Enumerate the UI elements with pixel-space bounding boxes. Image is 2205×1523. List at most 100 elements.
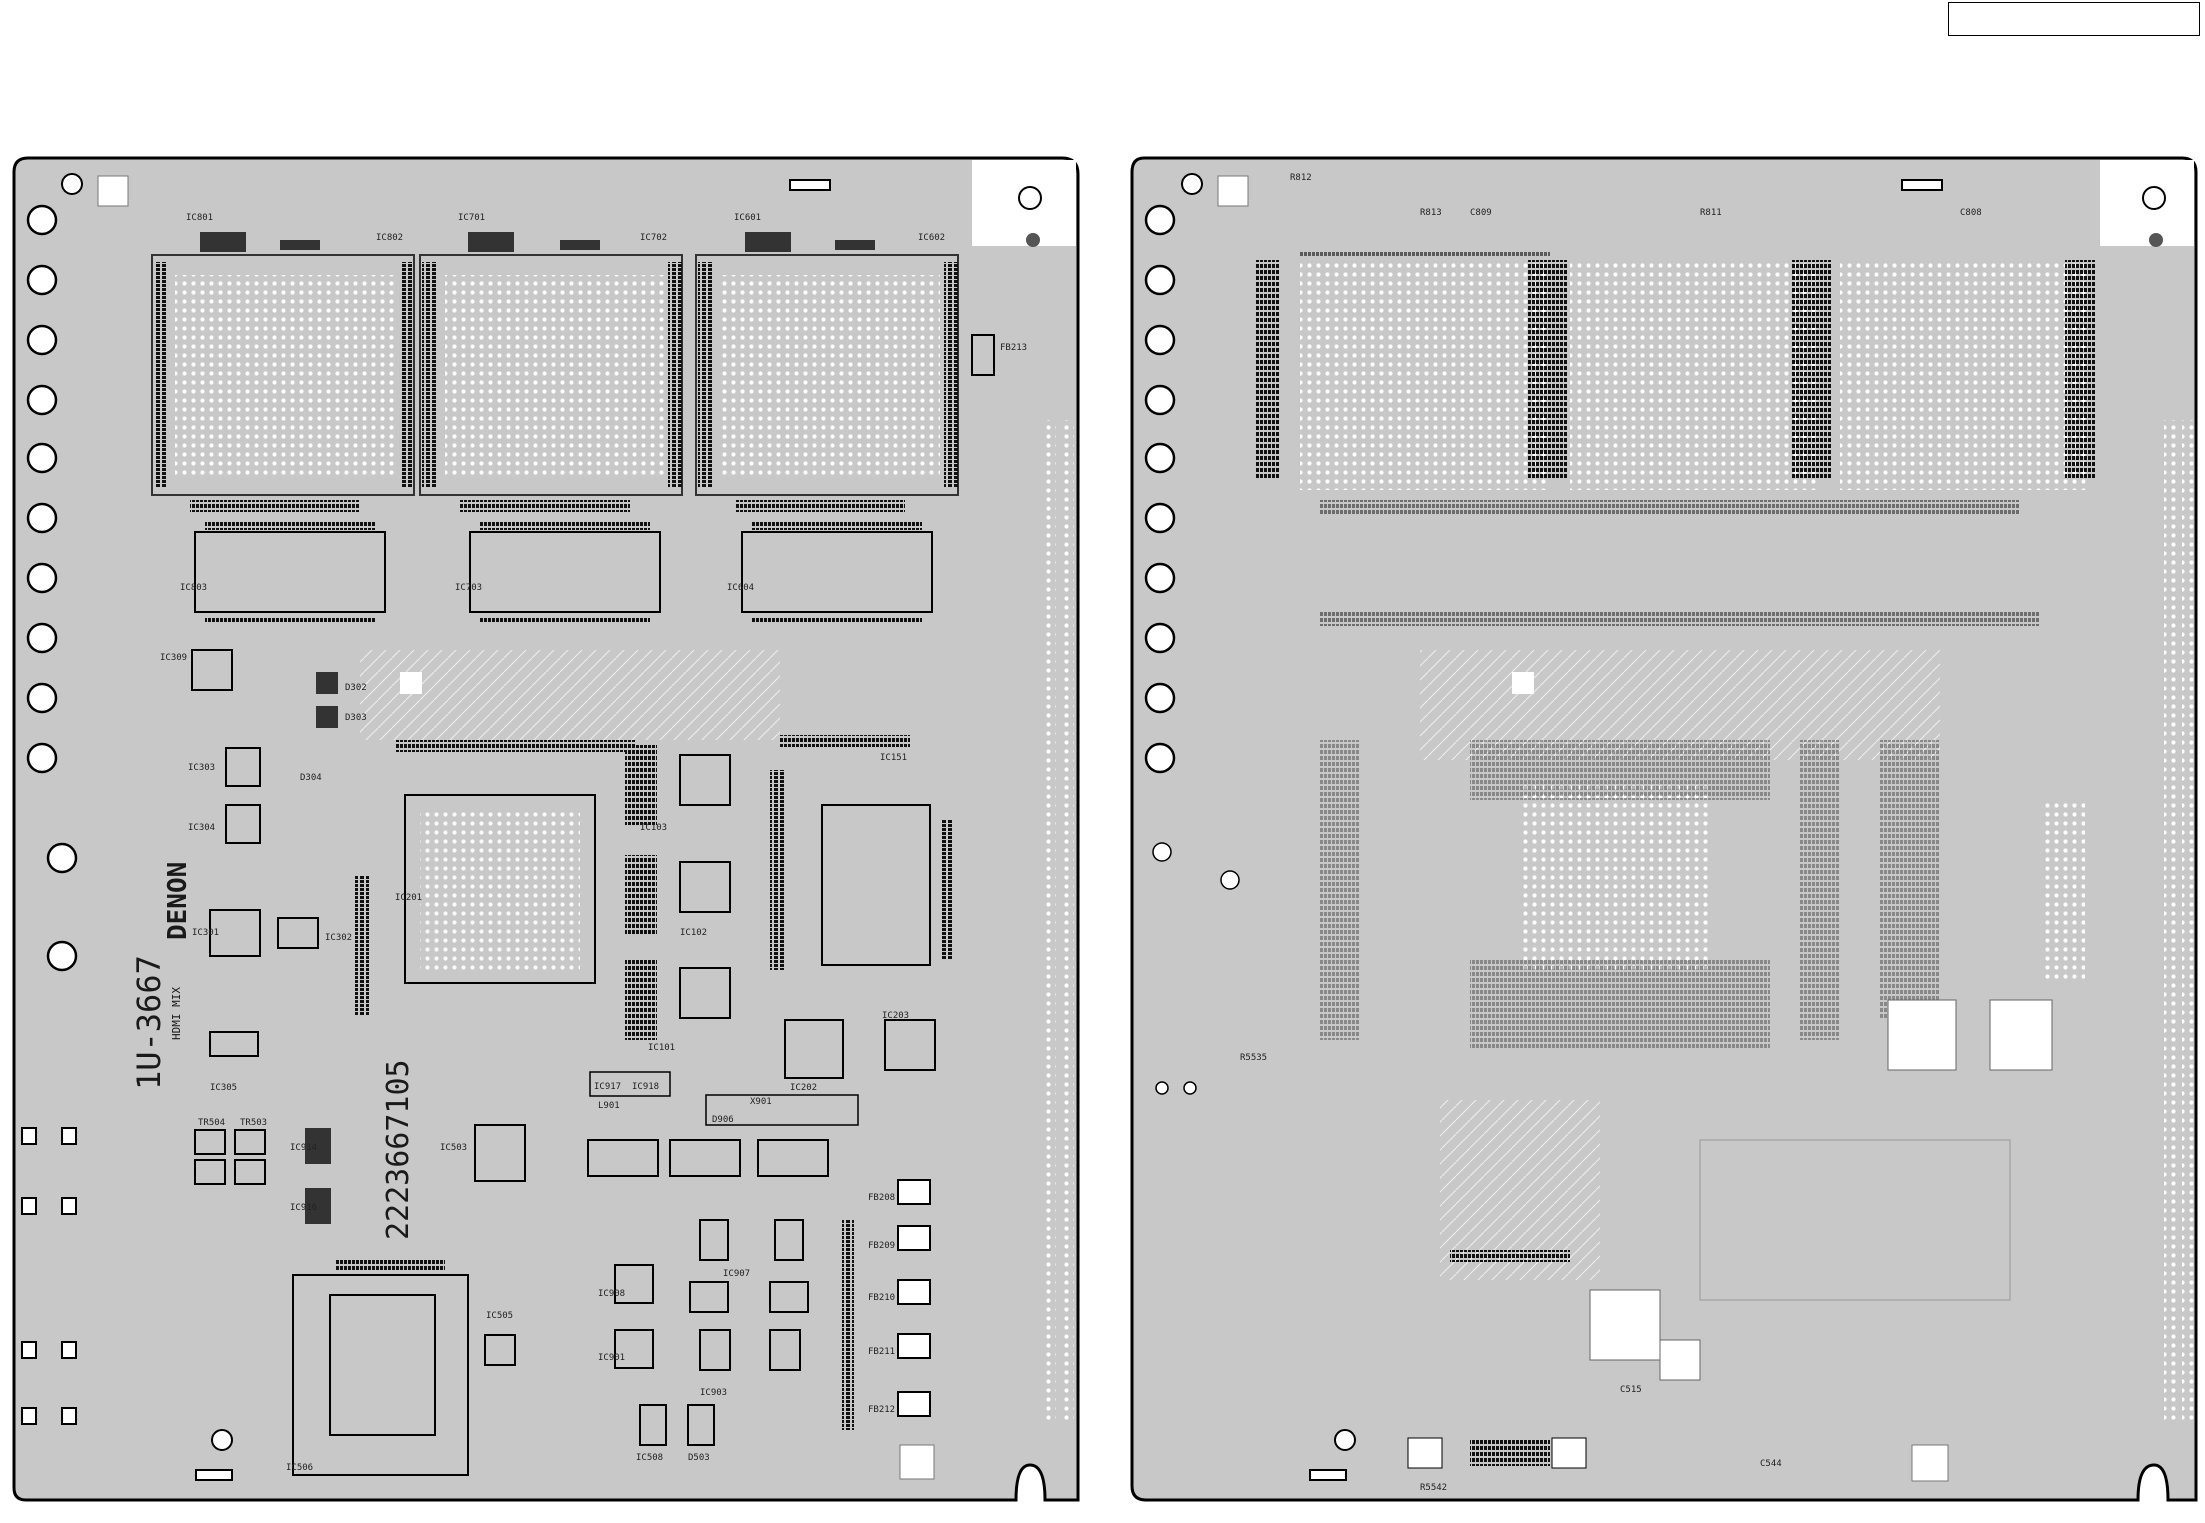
rear-bga-3 <box>1840 260 2090 490</box>
right-board: R812 R813 C809 R811 C808 <box>1130 156 2198 1502</box>
label-ic903: IC903 <box>700 1388 727 1398</box>
label-ic302: IC302 <box>325 933 352 943</box>
right-edge-pins <box>2164 420 2178 1420</box>
rear-main-bga <box>1470 740 1770 1050</box>
rear-bottom-labels: R5542 C515 R5535 C544 <box>1240 1053 1782 1493</box>
lower-ic-grid <box>614 1219 809 1446</box>
regulator-row <box>587 1139 829 1177</box>
mounting-hole <box>1018 186 1042 210</box>
label-ic508: IC508 <box>636 1453 663 1463</box>
left-board: IC801 IC701 IC601 IC802 IC702 IC602 FB21… <box>12 156 1080 1502</box>
label-ic309: IC309 <box>160 653 187 663</box>
label-d304: D304 <box>300 773 322 783</box>
mid-ic-row <box>194 522 933 624</box>
right-edge-pins <box>2182 420 2194 1420</box>
ic505-body <box>484 1334 516 1366</box>
fiducial-pad <box>1512 672 1534 694</box>
label-ic303: IC303 <box>188 763 215 773</box>
label-ic305: IC305 <box>210 1083 237 1093</box>
tr-cluster <box>194 1129 266 1185</box>
label-column <box>2045 800 2085 980</box>
label-fb210: FB210 <box>868 1293 895 1303</box>
right-edge-pins <box>1042 420 1056 1420</box>
mounting-hole <box>1181 173 1203 195</box>
ic917-outline <box>589 1071 671 1097</box>
rear-connector-stubs <box>1152 842 1240 1095</box>
board-id: 1U-3667 <box>130 955 168 1090</box>
right-edge-holes <box>1144 204 1176 774</box>
rear-label: R811 <box>1700 208 1722 218</box>
label-tr504: TR504 <box>198 1118 225 1128</box>
rear-top-labels: R812 R813 C809 R811 C808 <box>1290 173 1982 218</box>
label-ic301: IC301 <box>192 928 219 938</box>
pin-row <box>1470 1440 1550 1466</box>
mounting-hole <box>2149 233 2163 247</box>
label-ic202: IC202 <box>790 1083 817 1093</box>
label-fb209: FB209 <box>868 1241 895 1251</box>
resistor-columns <box>1255 260 2095 480</box>
label-ic918: IC918 <box>632 1082 659 1092</box>
board-subtitle: HDMI MIX <box>170 987 183 1040</box>
rear-bga-2 <box>1570 260 1820 490</box>
d303-body <box>316 706 338 728</box>
fiducial-pad <box>400 672 422 694</box>
label-ic604: IC604 <box>727 583 754 593</box>
cap-row <box>1320 500 2020 514</box>
part-number: 2223667105 <box>381 1059 416 1240</box>
pin-header <box>842 1220 854 1430</box>
fiducial-pad <box>899 1444 935 1480</box>
label-ic907: IC907 <box>723 1269 750 1279</box>
label-l901: L901 <box>598 1101 620 1111</box>
label-ic103: IC103 <box>640 823 667 833</box>
mounting-hole <box>61 173 83 195</box>
label-ic101: IC101 <box>648 1043 675 1053</box>
rear-label: R813 <box>1420 208 1442 218</box>
label-ic701: IC701 <box>458 213 485 223</box>
ferrite-fb213 <box>971 334 995 376</box>
label-ic151: IC151 <box>880 753 907 763</box>
slot <box>195 1469 233 1481</box>
ic303-body <box>225 747 261 787</box>
bga-block-2 <box>419 254 683 512</box>
fiducial-pad <box>97 175 129 207</box>
cap-row <box>1320 612 2040 626</box>
heat-pads <box>1589 999 2053 1381</box>
mounting-hole <box>1026 233 1040 247</box>
label-x901: X901 <box>750 1097 772 1107</box>
label-ic803: IC803 <box>180 583 207 593</box>
d302-body <box>316 672 338 694</box>
slot <box>1309 1469 1347 1481</box>
connector-pad <box>1551 1437 1587 1469</box>
connector-pad <box>1407 1437 1443 1469</box>
slot <box>1901 179 1943 191</box>
slot <box>789 179 831 191</box>
label-ic602: IC602 <box>918 233 945 243</box>
ic301-body <box>209 909 261 957</box>
ic304-body <box>225 804 261 844</box>
label-fb208: FB208 <box>868 1193 895 1203</box>
ic305-body <box>209 1031 259 1057</box>
ic203-body <box>884 1019 936 1071</box>
label-column <box>1320 740 1360 1040</box>
rear-label: R5535 <box>1240 1053 1267 1063</box>
rear-label: R5542 <box>1420 1483 1447 1493</box>
label-ic503: IC503 <box>440 1143 467 1153</box>
left-connector-stubs <box>21 1127 77 1425</box>
label-ic702: IC702 <box>640 233 667 243</box>
label-ic908: IC908 <box>598 1289 625 1299</box>
label-ic201: IC201 <box>395 893 422 903</box>
label-ic801: IC801 <box>186 213 213 223</box>
label-ic901: IC901 <box>598 1353 625 1363</box>
ic202-body <box>784 1019 844 1079</box>
rear-label: C544 <box>1760 1459 1782 1469</box>
label-ic802: IC802 <box>376 233 403 243</box>
corner-box <box>1948 2 2200 36</box>
mounting-hole <box>2142 186 2166 210</box>
rear-label: R812 <box>1290 173 1312 183</box>
label-d906: D906 <box>712 1115 734 1125</box>
label-ic601: IC601 <box>734 213 761 223</box>
ic309-body <box>191 649 233 691</box>
brand-denon: DENON <box>163 862 193 940</box>
power-zone <box>1699 1139 2011 1301</box>
label-ic916: IC916 <box>290 1203 317 1213</box>
